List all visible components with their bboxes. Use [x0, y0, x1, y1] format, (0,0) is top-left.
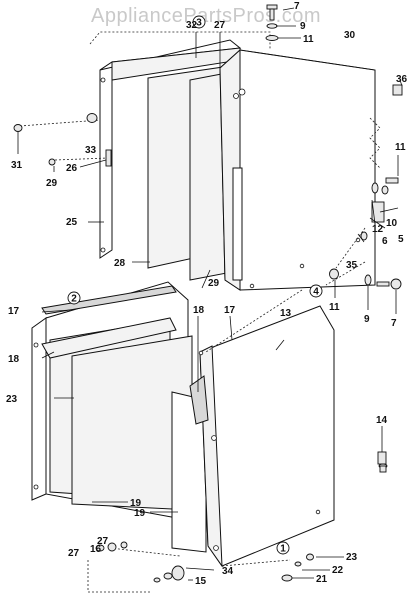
strip-18 [41, 317, 177, 359]
svg-text:1: 1 [280, 544, 286, 555]
svg-text:33: 33 [85, 145, 97, 156]
svg-text:32: 32 [186, 20, 198, 31]
svg-text:12: 12 [372, 224, 384, 235]
svg-text:11: 11 [303, 34, 314, 45]
svg-text:15: 15 [195, 576, 207, 587]
svg-text:9: 9 [364, 314, 370, 325]
svg-text:11: 11 [395, 142, 406, 153]
svg-text:35: 35 [346, 260, 358, 271]
svg-text:17: 17 [8, 306, 20, 317]
circled-markers: 3 2 4 1 [67, 15, 323, 555]
panel-30 [219, 48, 376, 291]
svg-text:10: 10 [386, 218, 398, 229]
svg-text:27: 27 [214, 20, 226, 31]
svg-text:18: 18 [8, 354, 20, 365]
svg-text:21: 21 [316, 574, 328, 585]
svg-text:23: 23 [346, 552, 358, 563]
callout-labels: 7 9 11 32 27 30 36 31 33 26 29 25 28 29 … [6, 1, 408, 587]
svg-text:19: 19 [130, 498, 142, 509]
hardware-lower [95, 451, 388, 583]
svg-text:9: 9 [300, 21, 306, 32]
svg-text:6: 6 [382, 236, 388, 247]
svg-text:28: 28 [114, 258, 126, 269]
svg-text:31: 31 [11, 160, 23, 171]
svg-text:30: 30 [344, 30, 356, 41]
svg-text:4: 4 [313, 287, 319, 298]
leader-lines [17, 7, 403, 581]
svg-text:23: 23 [6, 394, 18, 405]
svg-text:18: 18 [193, 305, 205, 316]
svg-text:14: 14 [376, 415, 388, 426]
svg-text:17: 17 [224, 305, 236, 316]
svg-text:2: 2 [71, 294, 77, 305]
watermark: AppliancePartsPros.com [91, 5, 321, 27]
svg-text:36: 36 [396, 74, 408, 85]
panel-13 [189, 305, 335, 568]
svg-text:27: 27 [68, 548, 80, 559]
svg-text:11: 11 [329, 302, 340, 313]
svg-text:22: 22 [332, 565, 344, 576]
svg-text:25: 25 [66, 217, 78, 228]
svg-text:16: 16 [90, 544, 102, 555]
svg-text:7: 7 [391, 318, 397, 329]
svg-text:19: 19 [134, 508, 146, 519]
svg-text:5: 5 [398, 234, 404, 245]
svg-text:27: 27 [97, 536, 109, 547]
hardware-upper [13, 4, 403, 290]
svg-text:29: 29 [208, 278, 220, 289]
svg-text:13: 13 [280, 308, 292, 319]
svg-text:3: 3 [196, 18, 202, 29]
svg-text:29: 29 [46, 178, 58, 189]
svg-text:7: 7 [294, 1, 300, 12]
svg-text:34: 34 [222, 566, 234, 577]
svg-text:26: 26 [66, 163, 78, 174]
